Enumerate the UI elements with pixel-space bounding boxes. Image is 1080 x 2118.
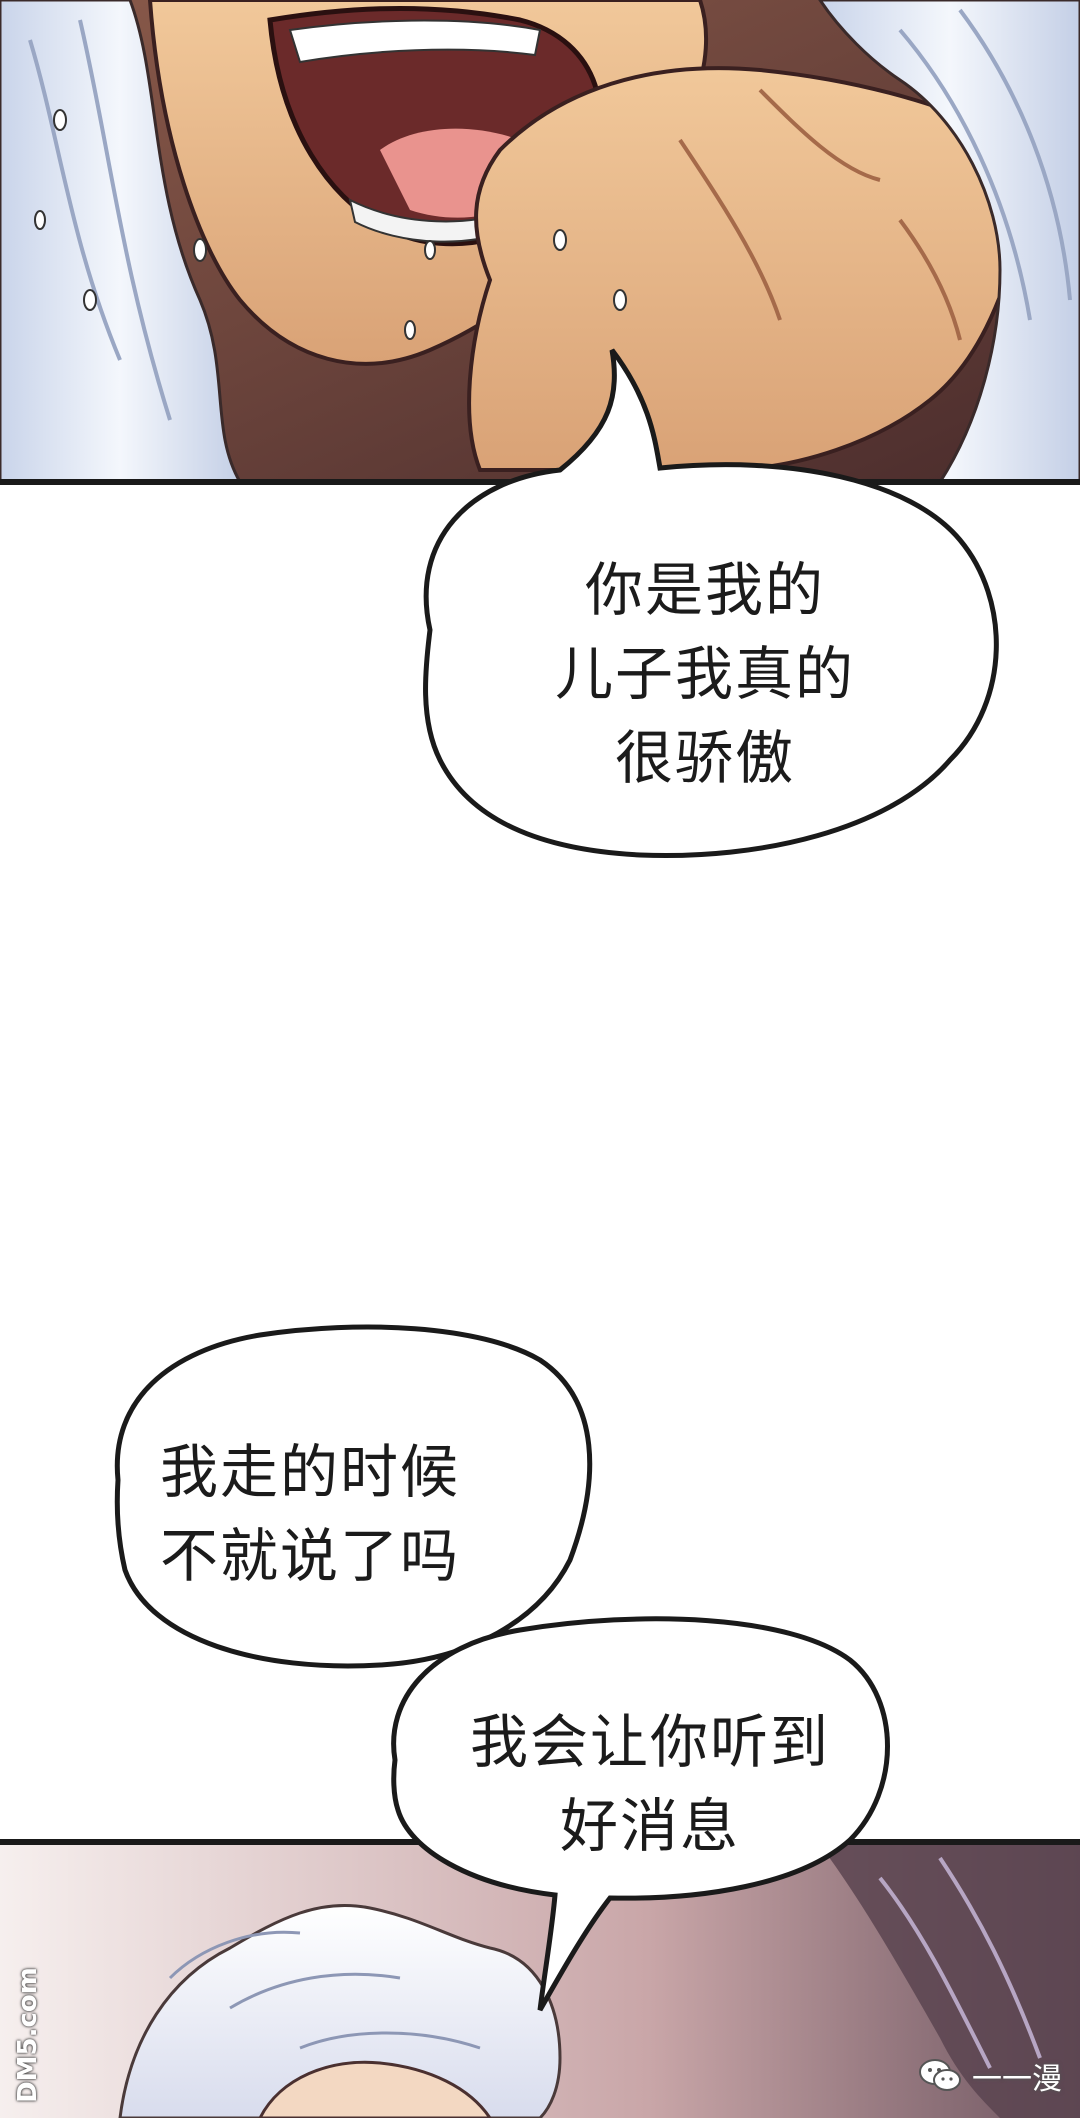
bubble-3-line-1: 我会让你听到	[469, 1708, 830, 1776]
speech-bubble-2	[114, 1324, 593, 1669]
speech-bubble-3	[391, 1616, 890, 2012]
bubble-2-line-1: 我走的时候	[160, 1438, 461, 1506]
top-panel-illustration	[0, 0, 1080, 485]
speech-bubble-1-text: 你是我的 儿子我真的 很骄傲	[470, 548, 940, 800]
bubble-1-line-2: 儿子我真的	[554, 640, 855, 708]
bubble-2-line-2: 不就说了吗	[160, 1522, 461, 1590]
dm5-watermark: DM5.com	[6, 1958, 46, 2108]
bubble-3-line-2: 好消息	[559, 1792, 740, 1860]
speech-bubble-3-text: 我会让你听到 好消息	[425, 1700, 875, 1868]
wechat-icon	[919, 2059, 961, 2091]
bubble-1-line-1: 你是我的	[584, 556, 825, 624]
wechat-account-label: 一一漫	[972, 2062, 1062, 2097]
wechat-watermark: 一一漫	[918, 2054, 1062, 2098]
bubble-1-line-3: 很骄傲	[614, 724, 795, 792]
speech-bubble-1	[423, 348, 999, 858]
speech-bubble-2-text: 我走的时候 不就说了吗	[160, 1430, 550, 1598]
dm5-logo-text: DM5.com	[13, 1967, 43, 2103]
